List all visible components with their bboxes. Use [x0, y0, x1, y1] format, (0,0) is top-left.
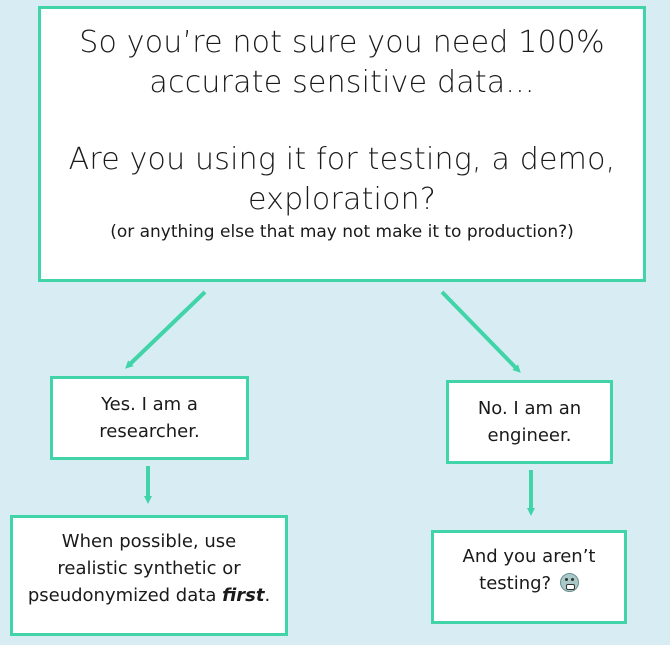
arrow-main-to-yes	[125, 290, 207, 369]
main-question-line-2: accurate sensitive data...	[149, 65, 535, 100]
emphasis-first: first	[222, 585, 265, 606]
yes-result-line-3-suffix: .	[264, 585, 271, 606]
no-result-box: And you aren’t testing?	[431, 530, 627, 624]
main-question-line-3: Are you using it for testing, a demo,	[68, 142, 616, 177]
yes-result-line-1: When possible, use	[61, 531, 237, 552]
main-question-line-4: exploration?	[248, 182, 436, 217]
no-result-line-1: And you aren’t	[462, 546, 596, 567]
main-question-box: So you’re not sure you need 100% accurat…	[38, 6, 646, 282]
yes-line-1: Yes. I am a	[101, 394, 198, 415]
main-question-subtext: (or anything else that may not make it t…	[110, 222, 574, 242]
yes-result-line-3: pseudonymized data first.	[13, 582, 285, 609]
arrow-main-to-no	[440, 290, 521, 373]
no-line-1: No. I am an	[477, 398, 582, 419]
no-line-2: engineer.	[487, 425, 572, 446]
yes-result-box: When possible, use realistic synthetic o…	[10, 515, 288, 636]
no-result-line-2: testing?	[479, 573, 552, 594]
main-question-line-1: So you’re not sure you need 100%	[79, 25, 605, 60]
yes-result-line-3-prefix: pseudonymized data	[27, 585, 223, 606]
yes-result-line-2: realistic synthetic or	[57, 558, 241, 579]
grimacing-face-icon	[559, 573, 579, 592]
no-engineer-box: No. I am an engineer.	[446, 380, 613, 464]
yes-line-2: researcher.	[99, 421, 200, 442]
spacer	[41, 103, 643, 140]
yes-researcher-box: Yes. I am a researcher.	[50, 376, 249, 460]
no-result-line-2-wrap: testing?	[434, 570, 624, 597]
